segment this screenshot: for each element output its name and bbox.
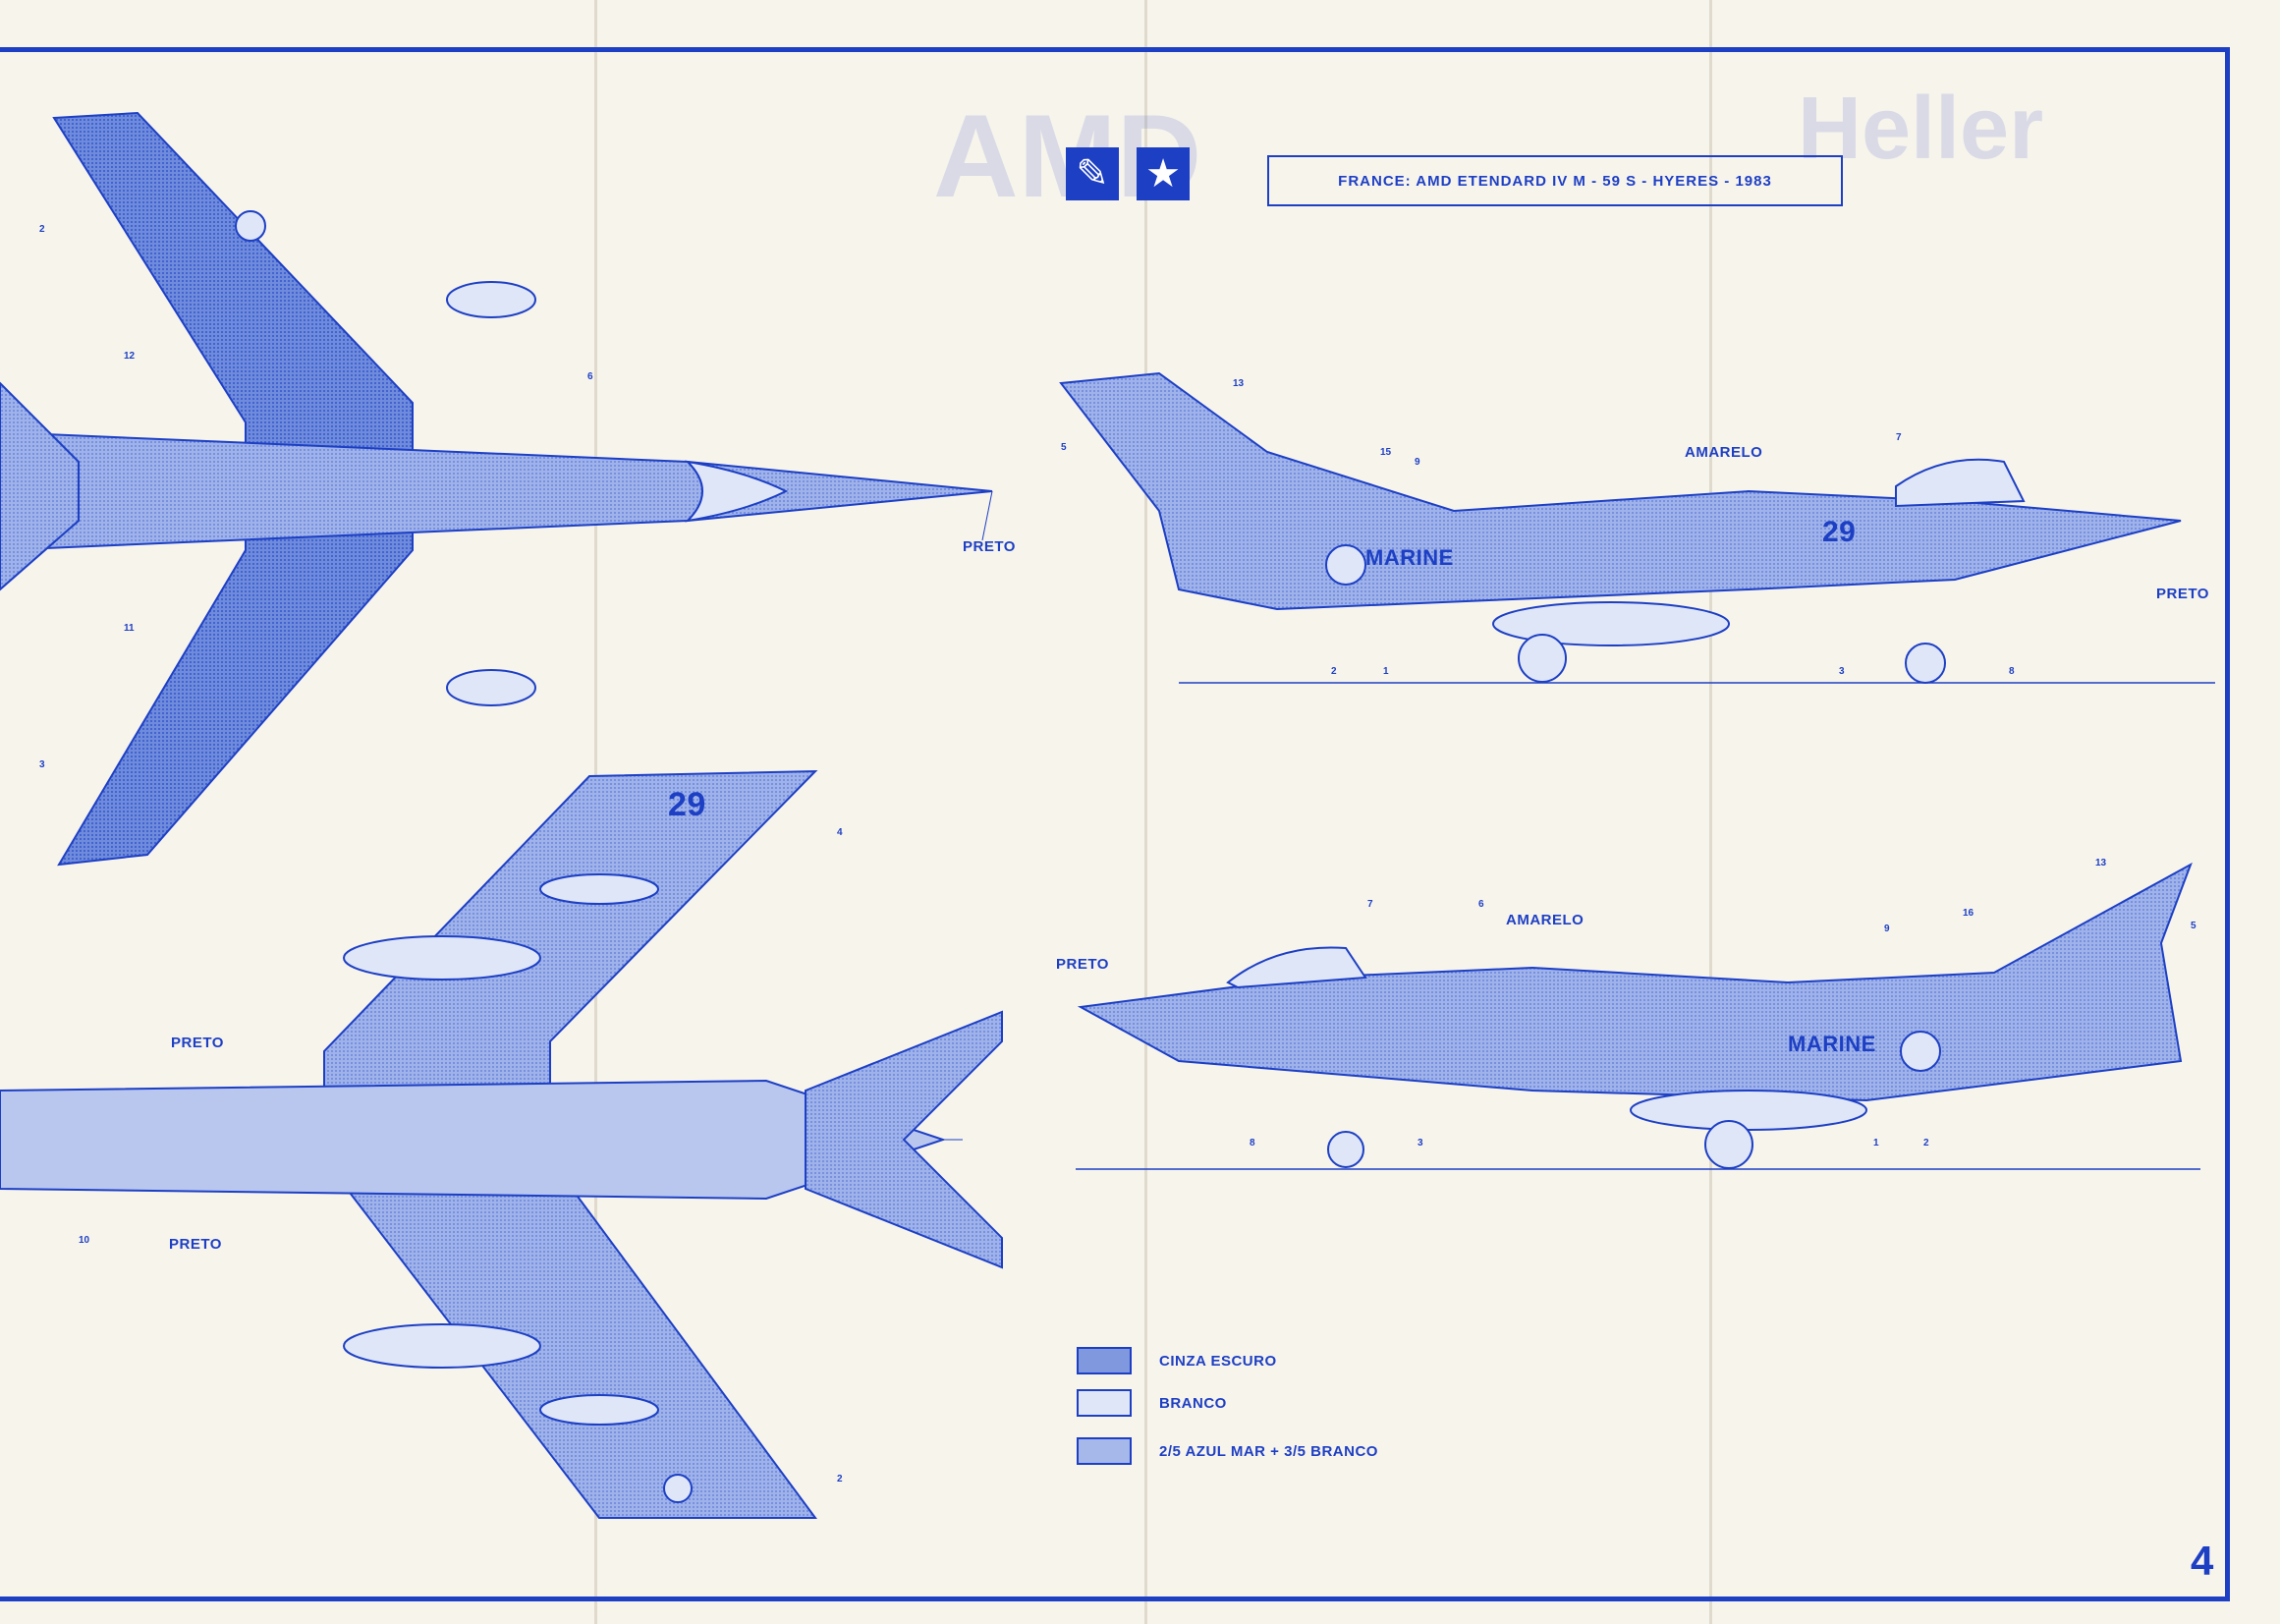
page-title: FRANCE: AMD ETENDARD IV M - 59 S - HYERE… <box>1267 155 1843 206</box>
callout-number: 9 <box>1415 457 1420 468</box>
star-icon: ★ <box>1137 147 1190 200</box>
callout-number: 9 <box>1884 924 1890 934</box>
top-view-aircraft <box>0 111 993 867</box>
callout-number: 3 <box>1418 1138 1423 1148</box>
callout-number: 16 <box>1963 908 1974 919</box>
bottom-view-aircraft <box>0 769 1003 1519</box>
callout-number: 10 <box>79 1235 90 1246</box>
legend-swatch <box>1077 1437 1132 1465</box>
callout-number: 6 <box>1478 899 1484 910</box>
page-number: 4 <box>2191 1538 2214 1584</box>
ghost-logo: Heller <box>1798 80 2044 178</box>
callout-number: 3 <box>1839 666 1845 677</box>
callout-number: 13 <box>2095 858 2107 868</box>
callout-number: 2 <box>39 224 45 235</box>
color-label-preto: PRETO <box>963 538 1016 555</box>
color-label-amarelo: AMARELO <box>1685 444 1763 461</box>
page-border <box>0 47 2230 1601</box>
callout-number: 5 <box>2191 921 2197 931</box>
callout-number: 11 <box>124 623 135 634</box>
legend-swatch <box>1077 1347 1132 1374</box>
callout-number: 8 <box>1250 1138 1255 1148</box>
legend-label: 2/5 AZUL MAR + 3/5 BRANCO <box>1159 1442 1378 1460</box>
marine-marking: MARINE <box>1365 545 1454 570</box>
callout-number: 2 <box>837 1474 843 1484</box>
callout-number: 12 <box>124 351 136 362</box>
callout-number: 6 <box>587 371 593 382</box>
side-view-right-aircraft <box>1059 371 2215 684</box>
marine-marking: MARINE <box>1788 1032 1876 1056</box>
color-label-amarelo: AMARELO <box>1506 912 1585 928</box>
callout-number: 15 <box>1380 447 1392 458</box>
callout-number: 2 <box>1331 666 1337 677</box>
color-label-preto: PRETO <box>169 1236 222 1253</box>
legend-item: BRANCO <box>1077 1389 1227 1417</box>
legend-swatch <box>1077 1389 1132 1417</box>
legend-item: 2/5 AZUL MAR + 3/5 BRANCO <box>1077 1437 1378 1465</box>
fold-line <box>1709 0 1712 1624</box>
callout-number: 7 <box>1367 899 1373 910</box>
callout-number: 4 <box>837 827 843 838</box>
callout-number: 1 <box>1873 1138 1879 1148</box>
color-label-preto: PRETO <box>2156 586 2209 602</box>
callout-number: 3 <box>39 759 45 770</box>
side-view-left-aircraft <box>1076 862 2200 1170</box>
callout-number: 7 <box>1896 432 1902 443</box>
aircraft-number: 29 <box>668 786 706 823</box>
callout-number: 13 <box>1233 378 1245 389</box>
legend-label: CINZA ESCURO <box>1159 1352 1277 1370</box>
fold-line <box>1144 0 1147 1624</box>
legend-label: BRANCO <box>1159 1394 1227 1412</box>
callout-number: 8 <box>2009 666 2015 677</box>
brush-icon: ✎ <box>1066 147 1119 200</box>
legend-item: CINZA ESCURO <box>1077 1347 1277 1374</box>
color-label-preto: PRETO <box>1056 956 1109 973</box>
color-label-preto: PRETO <box>171 1035 224 1051</box>
aircraft-number: 29 <box>1822 516 1857 548</box>
callout-number: 2 <box>1923 1138 1929 1148</box>
callout-number: 5 <box>1061 442 1067 453</box>
callout-number: 1 <box>1383 666 1389 677</box>
